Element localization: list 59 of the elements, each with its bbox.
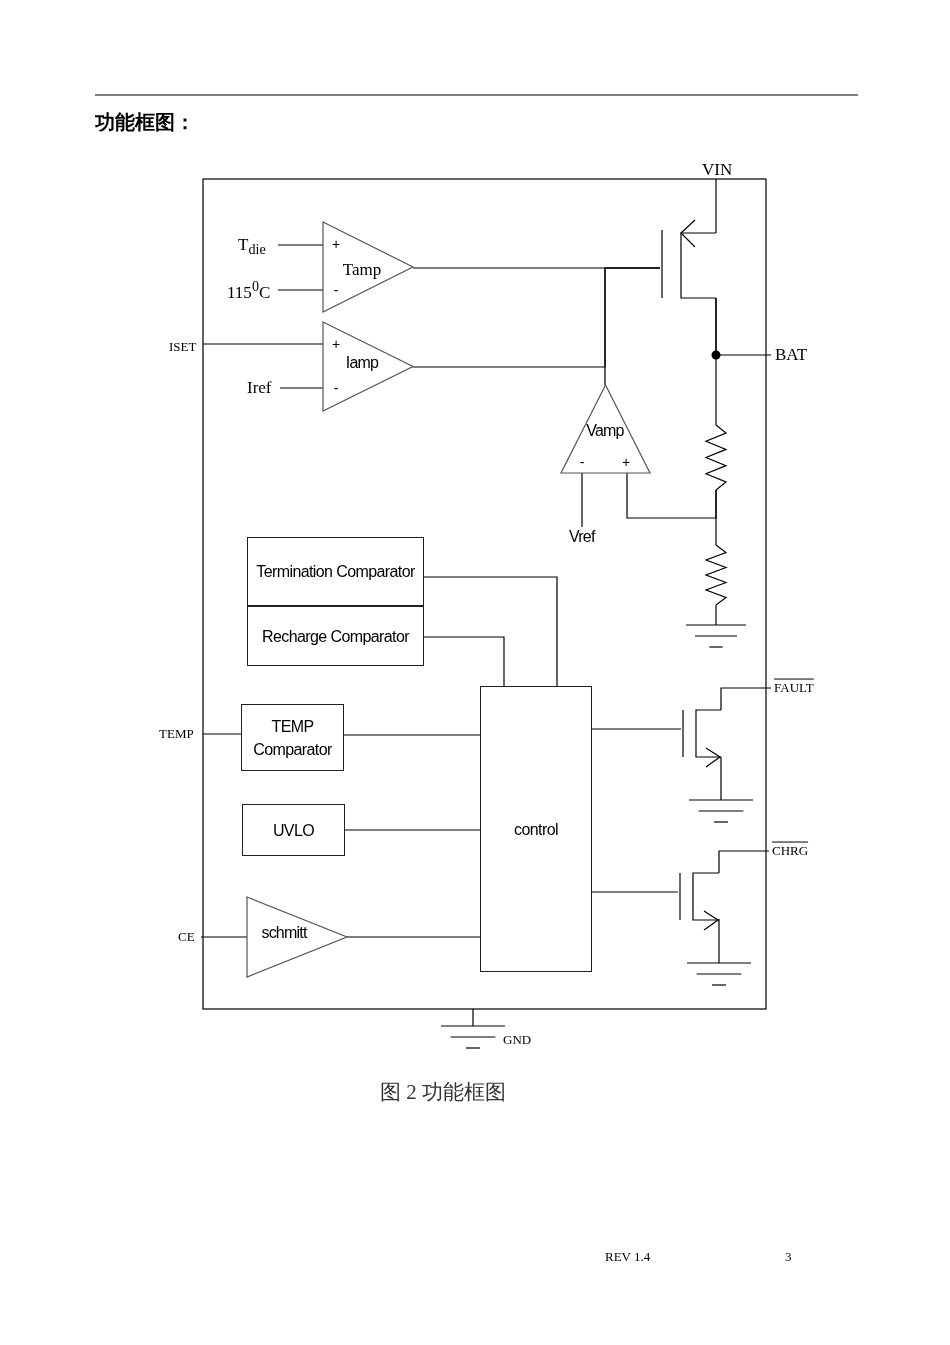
- wire: [591, 891, 679, 893]
- wire: [423, 636, 505, 687]
- input-sign: +: [331, 337, 341, 351]
- pin-label: FAULT: [774, 680, 814, 696]
- pin-label: CHRG: [772, 843, 809, 859]
- pin-label: T$_{die}$: [238, 234, 266, 258]
- amplifier-label: schmitt: [261, 925, 307, 941]
- pin-label: 115$^{0}$C: [227, 277, 271, 303]
- wire: [591, 728, 682, 730]
- wire: [202, 343, 324, 345]
- amplifier-symbol: [323, 222, 413, 312]
- wire: [423, 576, 558, 687]
- pin-label: TEMP: [159, 726, 194, 742]
- wire: [718, 850, 770, 874]
- pin-label: CE: [178, 929, 195, 945]
- wire: [581, 472, 583, 528]
- wire: [344, 829, 481, 831]
- transistor-symbol: [678, 869, 720, 932]
- wire: [200, 936, 248, 938]
- pin-label: ISET: [169, 339, 197, 355]
- wire: [626, 472, 717, 519]
- wire: [715, 297, 717, 426]
- wire: [202, 733, 242, 735]
- amplifier-label: Vamp: [586, 423, 624, 439]
- function-block: control: [480, 686, 592, 972]
- amplifier-symbol: [247, 897, 347, 977]
- transistor-symbol: [681, 706, 722, 770]
- pin-label: Vref: [569, 527, 595, 547]
- input-sign: -: [333, 381, 339, 395]
- wire: [720, 687, 772, 711]
- wire: [279, 387, 324, 389]
- wire: [604, 267, 661, 386]
- resistor-symbol: [705, 425, 727, 490]
- function-block: Termination Comparator: [247, 537, 424, 606]
- section-heading: 功能框图：: [95, 110, 195, 134]
- input-sign: -: [333, 283, 339, 297]
- wire: [343, 734, 481, 736]
- function-block: UVLO: [242, 804, 345, 856]
- input-sign: -: [579, 455, 585, 469]
- amplifier-symbol: [561, 385, 650, 473]
- pin-label: BAT: [775, 345, 808, 365]
- figure-caption: 图 2 功能框图: [380, 1080, 506, 1106]
- resistor-symbol: [705, 545, 727, 605]
- revision-note: REV 1.4: [605, 1249, 651, 1265]
- page-number: 3: [785, 1249, 792, 1265]
- function-block: Recharge Comparator: [247, 606, 424, 666]
- amplifier-symbol: [323, 322, 413, 411]
- input-sign: +: [621, 455, 631, 469]
- amplifier-label: Iamp: [345, 355, 379, 371]
- amplifier-label: Tamp: [342, 260, 382, 278]
- wire: [277, 244, 324, 246]
- pin-label: VIN: [702, 160, 733, 180]
- pin-label: Iref: [247, 378, 272, 398]
- wire: [277, 289, 324, 291]
- wire: [346, 936, 481, 938]
- function-block: TEMP Comparator: [241, 704, 344, 771]
- pin-label: GND: [503, 1032, 532, 1048]
- wire: [715, 178, 717, 234]
- input-sign: +: [331, 237, 341, 251]
